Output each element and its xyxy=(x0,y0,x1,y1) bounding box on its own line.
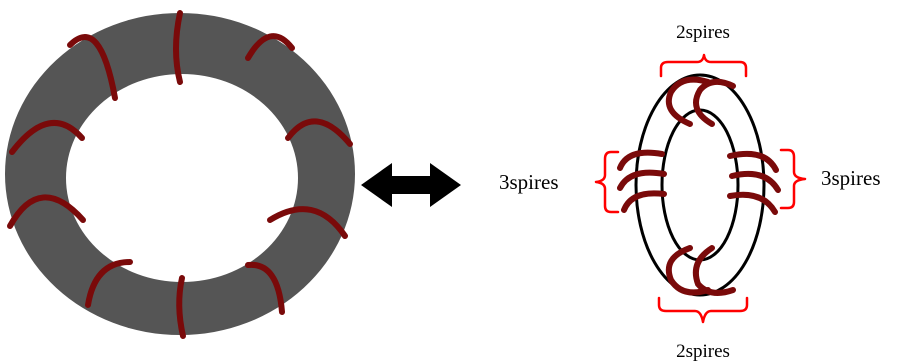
right-turns-label: 3spires xyxy=(821,166,881,190)
left-brace xyxy=(594,150,620,214)
winding-turn xyxy=(665,245,711,296)
toroid-core xyxy=(4,12,355,336)
winding-turn xyxy=(621,190,667,213)
bottom-turns-label: 2spires xyxy=(676,341,730,362)
winding-turn xyxy=(665,76,711,127)
winding-turn xyxy=(245,33,295,61)
torus-inner-outline xyxy=(660,108,740,262)
left-turns-label: 3spires xyxy=(499,170,559,194)
winding-turn xyxy=(727,150,779,173)
winding-turn xyxy=(267,206,348,239)
winding-turn xyxy=(617,149,665,171)
top-turns-label: 2spires xyxy=(676,22,730,43)
schematic-windings xyxy=(617,76,781,296)
winding-turn xyxy=(85,259,133,308)
winding-turn xyxy=(693,78,736,127)
winding-turn xyxy=(67,34,118,101)
winding-turn xyxy=(245,261,285,315)
core-windings xyxy=(7,10,353,339)
winding-turn xyxy=(176,275,186,339)
winding-turn xyxy=(617,169,667,191)
winding-turn xyxy=(727,191,778,215)
winding-turn xyxy=(173,10,183,85)
winding-turn xyxy=(692,245,736,296)
double-arrow-icon xyxy=(361,163,461,207)
winding-turn xyxy=(729,170,781,193)
right-brace xyxy=(779,148,807,210)
winding-turn xyxy=(285,118,353,147)
winding-turn xyxy=(9,119,85,155)
bottom-brace xyxy=(657,296,749,324)
winding-turn xyxy=(7,194,86,229)
torus-outer-outline xyxy=(634,73,766,297)
top-brace xyxy=(659,53,748,78)
toroid-core-drawing xyxy=(4,10,355,339)
schematic-torus: 2spires 2spires 3spires 3spires xyxy=(499,22,881,362)
